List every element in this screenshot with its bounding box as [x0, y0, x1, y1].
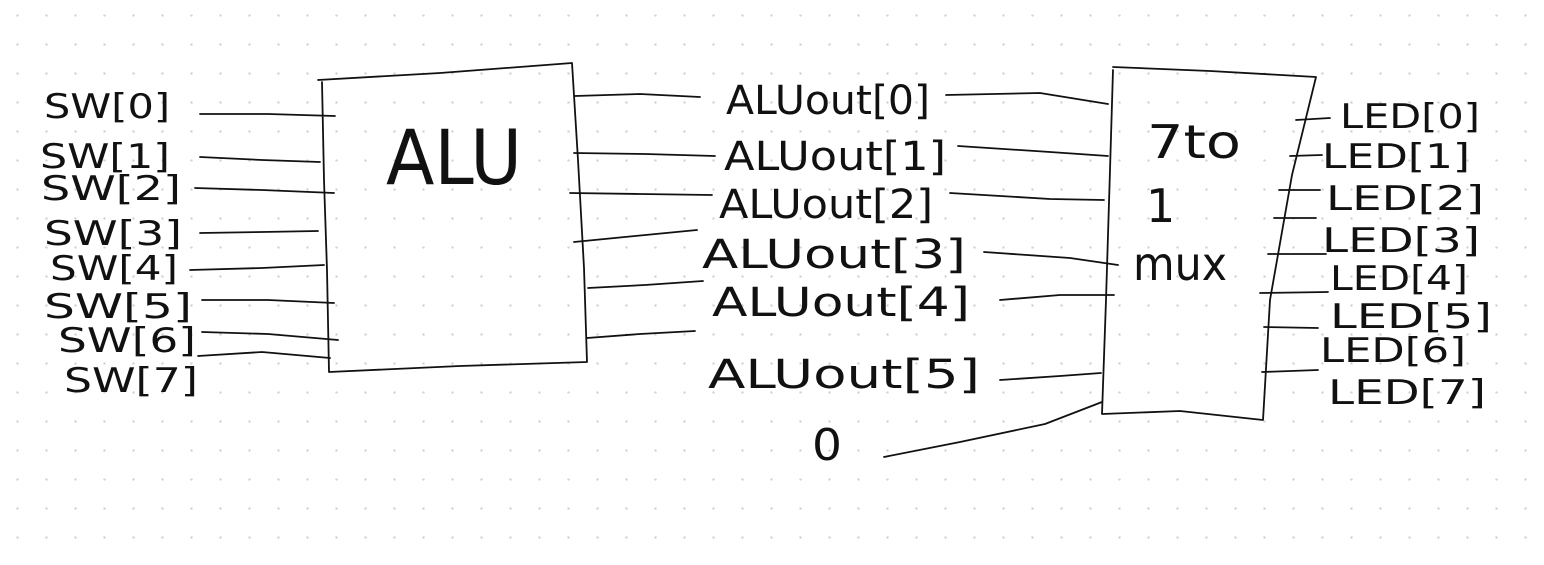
alu-output-wire	[569, 192, 713, 196]
switch-inputs: SW[0] SW[1] SW[2] SW[3] SW[4] SW[5] SW[6…	[40, 87, 198, 401]
switch-input-label: SW[0]	[44, 87, 170, 127]
switch-input-label: SW[6]	[58, 321, 196, 361]
input-wire	[201, 331, 339, 341]
led-output-label: LED[0]	[1340, 97, 1480, 137]
output-wire	[1261, 369, 1319, 373]
mux-input-wires	[883, 92, 1119, 458]
alu-label: ALU	[386, 113, 522, 202]
alu-output-label: ALUout[1]	[724, 134, 946, 180]
output-wire	[1295, 117, 1331, 121]
alu-output-wire	[587, 280, 704, 289]
alu-output-wire	[574, 93, 701, 98]
input-wire	[201, 299, 335, 304]
output-wire	[1263, 326, 1319, 329]
output-wires	[1259, 117, 1331, 373]
switch-input-label: SW[1]	[40, 137, 170, 177]
input-wires	[189, 113, 339, 359]
switch-input-label: SW[7]	[64, 361, 198, 401]
alu-block: ALU	[317, 62, 588, 373]
input-wire	[199, 156, 321, 163]
alu-output-wire	[586, 330, 696, 339]
output-wire	[1289, 154, 1323, 157]
input-wire	[199, 113, 336, 117]
switch-input-label: SW[2]	[41, 169, 181, 209]
mux-input-wire	[983, 251, 1119, 266]
led-output-label: LED[4]	[1330, 259, 1468, 299]
mux-input-wire	[883, 401, 1103, 458]
mux-input-wire	[945, 92, 1109, 105]
input-wire	[199, 230, 319, 234]
switch-input-label: SW[3]	[44, 214, 182, 254]
alu-output-label: ALUout[0]	[726, 78, 930, 124]
mux-label-line-3: mux	[1133, 237, 1227, 291]
mux-label-line-2: 1	[1146, 179, 1175, 233]
led-output-label: LED[6]	[1320, 331, 1466, 371]
input-wire	[197, 351, 331, 359]
led-output-label: LED[2]	[1326, 179, 1484, 219]
alu-output-label: ALUout[3]	[702, 232, 966, 278]
alu-output-wires	[569, 93, 716, 339]
input-wire	[194, 187, 335, 194]
led-output-label: LED[7]	[1328, 373, 1486, 413]
led-output-label: LED[5]	[1330, 297, 1492, 337]
mux-block: 7to 1 mux	[1101, 66, 1317, 421]
alu-output-labels: ALUout[0] ALUout[1] ALUout[2] ALUout[3] …	[702, 78, 980, 398]
led-output-label: LED[1]	[1322, 137, 1470, 177]
mux-input-wire	[949, 192, 1105, 201]
mux-block-outline	[1101, 66, 1317, 421]
input-wire	[189, 264, 325, 271]
alu-output-wire	[573, 229, 698, 243]
switch-input-label: SW[4]	[50, 249, 178, 289]
led-output-label: LED[3]	[1322, 221, 1480, 261]
mux-label-line-1: 7to	[1147, 115, 1241, 169]
alu-output-label: ALUout[2]	[719, 182, 933, 228]
alu-output-wire	[573, 152, 716, 157]
alu-output-label: ALUout[4]	[712, 280, 970, 326]
output-wire	[1259, 291, 1329, 294]
mux-input-wire	[957, 145, 1109, 157]
alu-output-label: ALUout[5]	[708, 352, 980, 398]
mux-input-wire	[999, 294, 1115, 301]
led-outputs: LED[0] LED[1] LED[2] LED[3] LED[4] LED[5…	[1320, 97, 1492, 413]
switch-input-label: SW[5]	[44, 287, 192, 327]
constant-zero-input: 0	[812, 420, 842, 471]
mux-input-wire	[999, 372, 1102, 381]
alu-block-outline	[317, 62, 588, 373]
